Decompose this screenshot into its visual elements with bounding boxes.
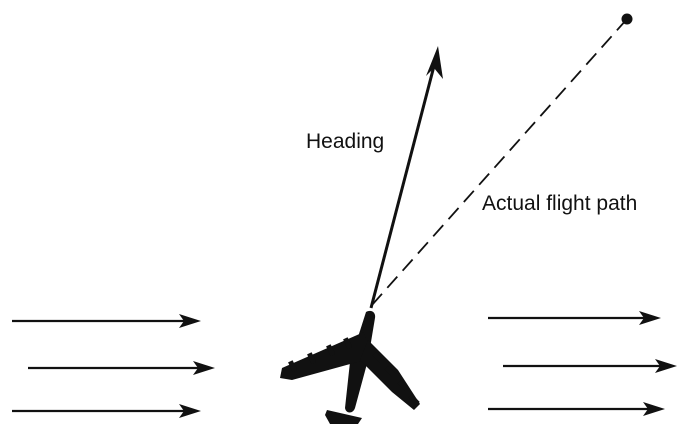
heading-label: Heading [306, 131, 384, 152]
actual-flight-path-label: Actual flight path [482, 193, 637, 214]
heading-vector [371, 46, 443, 308]
wind-arrows-right [488, 311, 677, 416]
airplane-icon [280, 311, 420, 424]
wind-arrow [488, 402, 665, 416]
wind-arrow [503, 359, 677, 373]
destination-point-icon [622, 14, 633, 25]
wind-arrow [12, 404, 201, 418]
wind-arrow [28, 361, 215, 375]
wind-arrows-left [12, 314, 215, 418]
wind-arrow [12, 314, 201, 328]
wind-arrow [488, 311, 661, 325]
